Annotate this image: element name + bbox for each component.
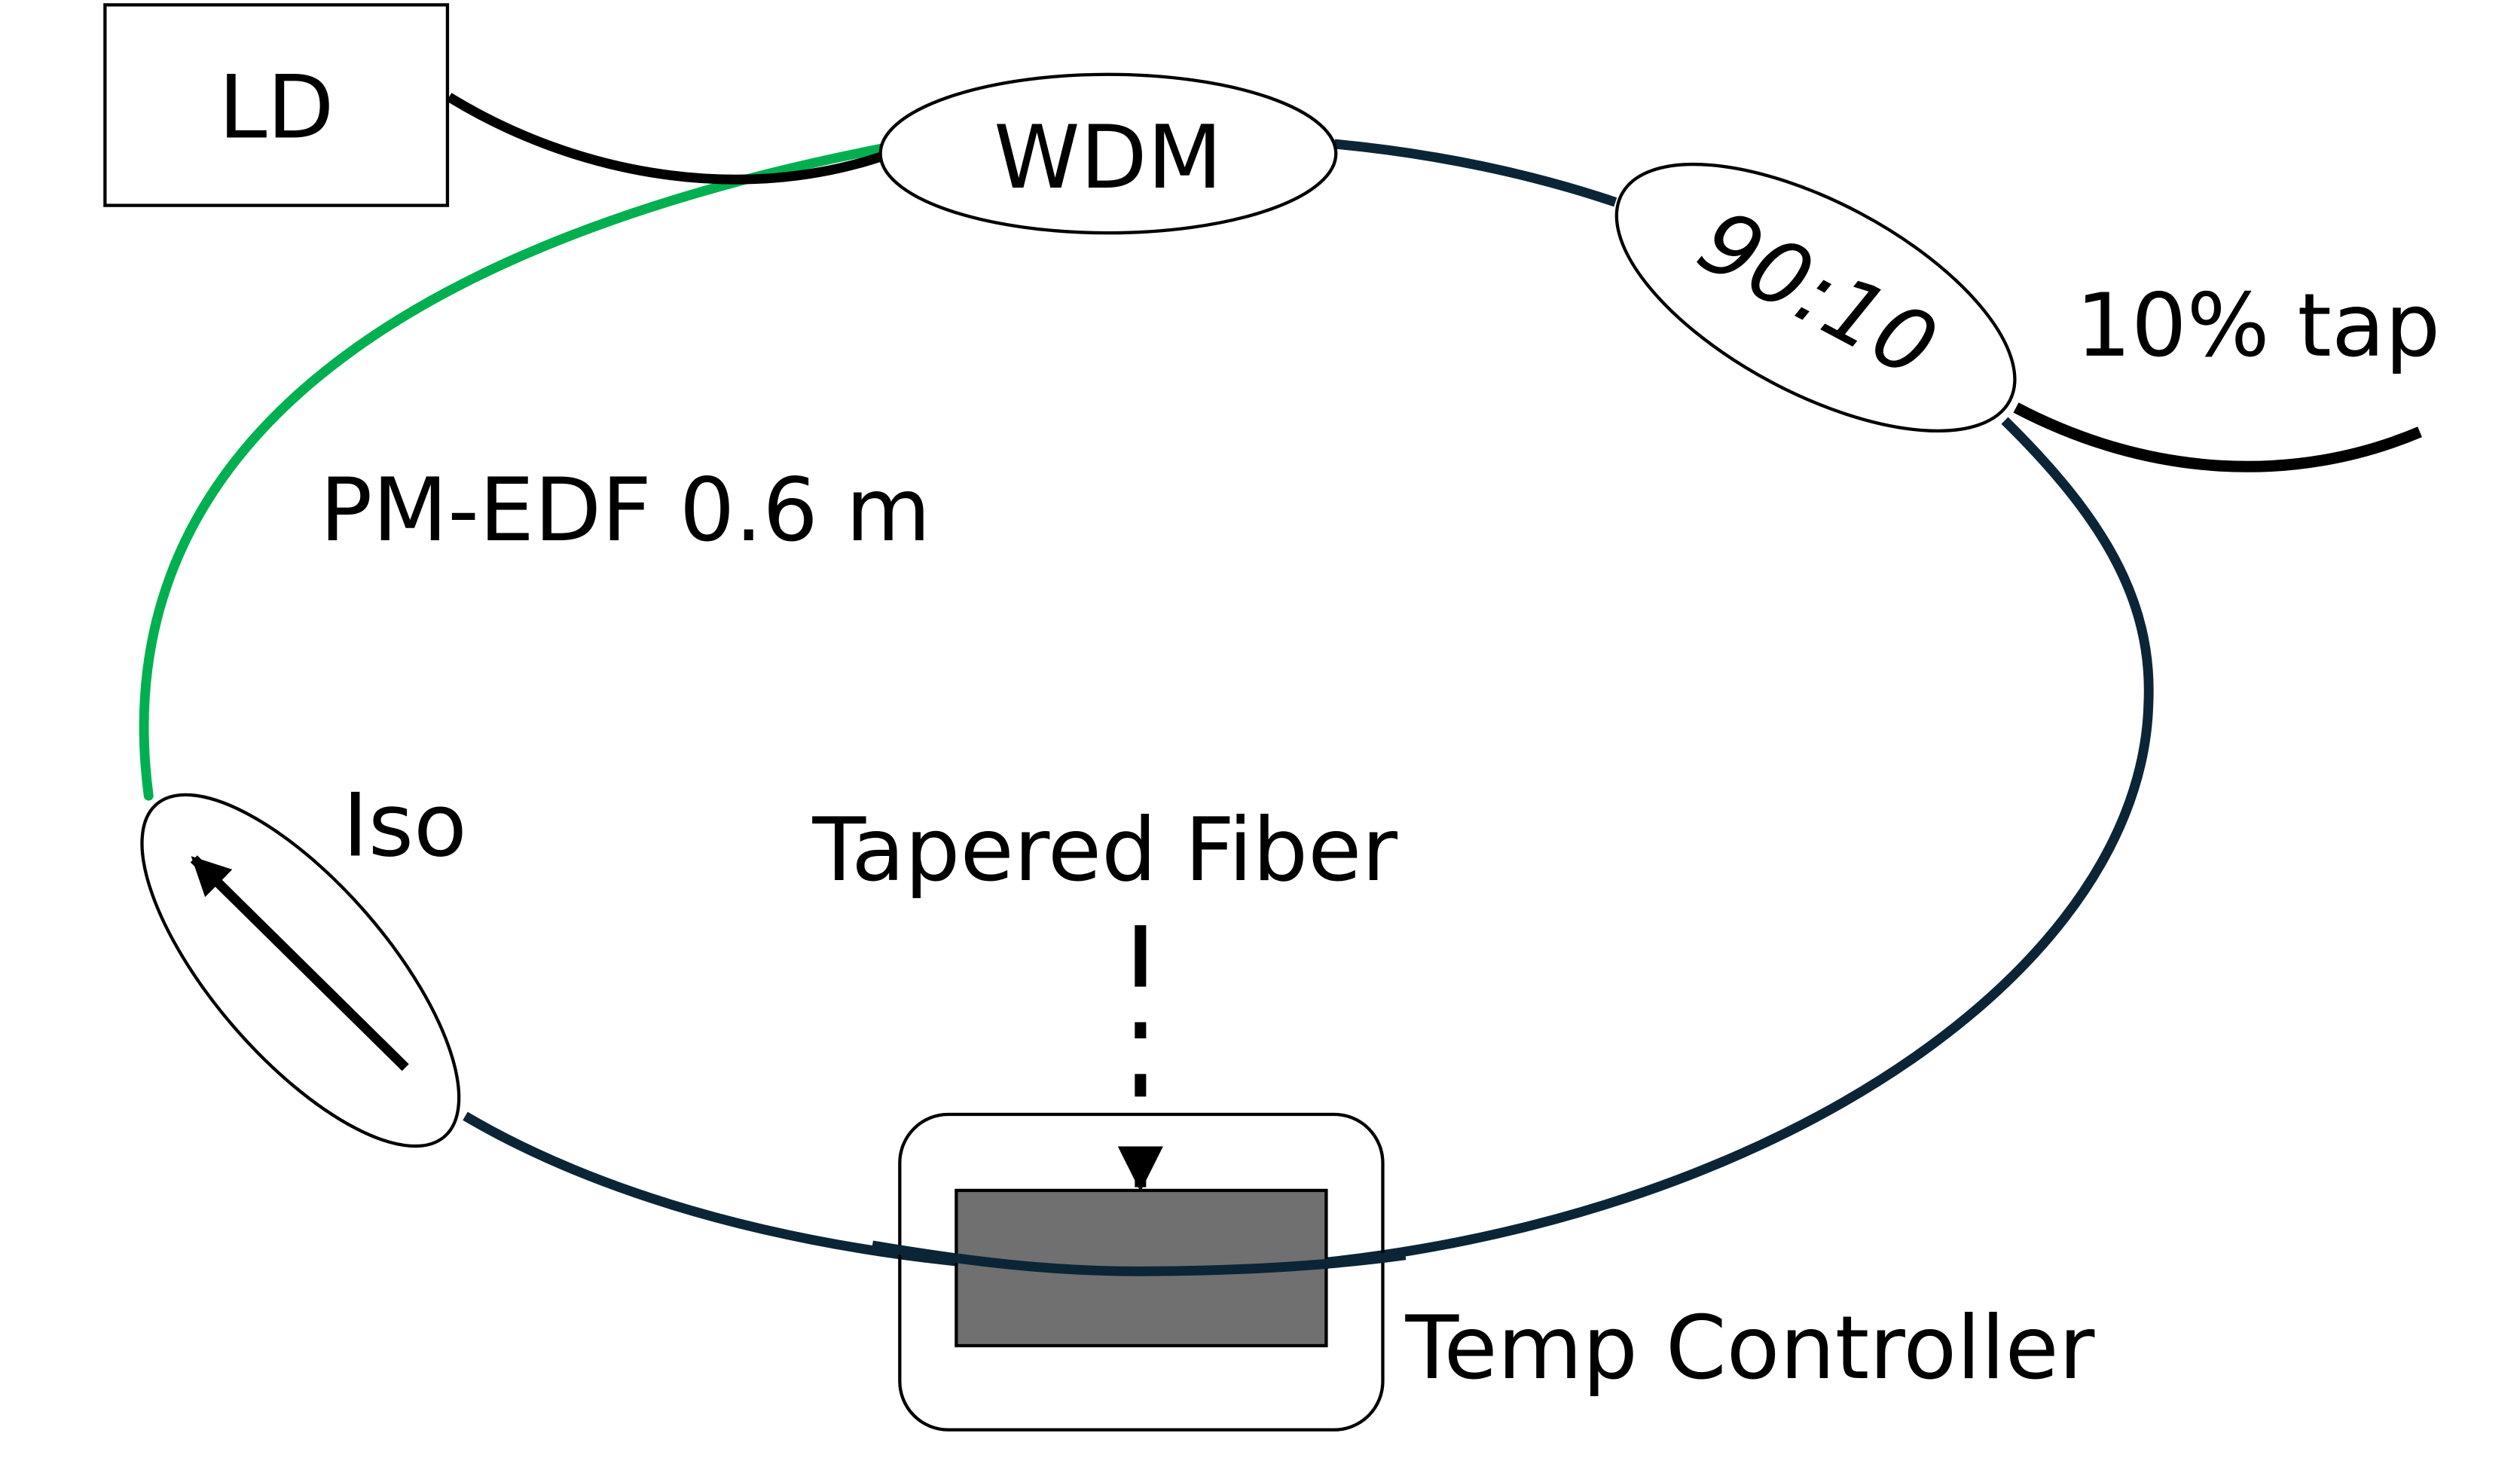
isolator-direction-arrow <box>190 855 409 1071</box>
temp-controller-box <box>898 1112 1385 1432</box>
edf-label: PM-EDF 0.6 m <box>320 460 931 561</box>
edf-fiber <box>139 144 886 801</box>
ld-label: LD <box>218 57 334 158</box>
ld-box <box>103 3 450 207</box>
tap-output-fiber <box>2013 402 2422 472</box>
tapered-fiber-label: Tapered Fiber <box>812 799 1398 901</box>
pump-fiber <box>446 93 882 185</box>
wdm-label: WDM <box>994 107 1223 209</box>
fiber-through-block <box>871 1240 1407 1276</box>
temp-controller-label: Temp Controller <box>1404 1297 2094 1399</box>
tap-label: 10% tap <box>2076 275 2440 377</box>
fiber-main-loop <box>463 417 2154 1276</box>
coupler-ellipse <box>1614 162 2017 433</box>
fiber-wdm-to-coupler <box>1333 139 1617 207</box>
wdm-ellipse <box>878 72 1338 235</box>
isolator-label: Iso <box>343 775 467 877</box>
